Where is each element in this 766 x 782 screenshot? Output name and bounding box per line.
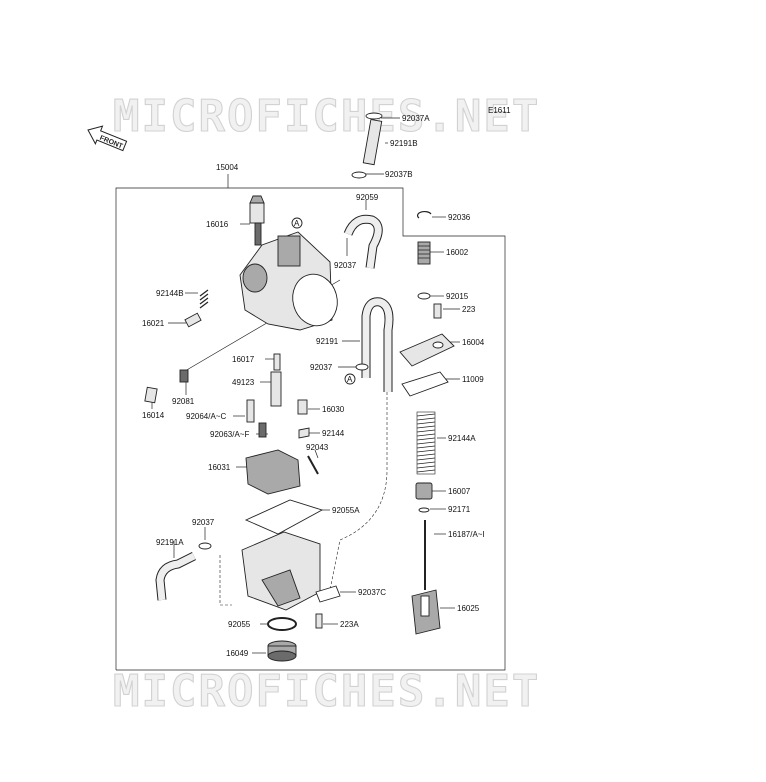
watermark-top: MICROFICHES.NET (113, 91, 540, 142)
label-49123: 49123 (232, 378, 255, 387)
label-16016: 16016 (206, 220, 229, 229)
holder-16007 (415, 482, 433, 500)
float-16031 (245, 449, 301, 495)
label-92063: 92063/A~F (210, 430, 249, 439)
diagram-code: E1611 (488, 106, 511, 115)
dashed-lines (219, 392, 388, 606)
jet-16030 (297, 399, 308, 415)
screw-16021 (184, 312, 202, 328)
ring-92036 (416, 210, 432, 219)
label-92037-left: 92037 (310, 363, 333, 372)
label-92037a: 92037A (402, 114, 430, 123)
label-92064: 92064/A~C (186, 412, 226, 421)
label-11009: 11009 (462, 375, 484, 384)
clip-92037-left (355, 363, 369, 371)
assembly-label: 15004 (216, 163, 239, 172)
label-92059: 92059 (356, 193, 379, 202)
oring-92055 (267, 617, 297, 631)
needle-jet-49123 (270, 371, 282, 407)
label-92171: 92171 (448, 505, 471, 514)
jet-16017 (273, 353, 281, 371)
label-92191b: 92191B (390, 139, 418, 148)
assembly-bracket (115, 174, 506, 671)
label-92144a: 92144A (448, 434, 476, 443)
label-16021: 16021 (142, 319, 165, 328)
jet-92063 (258, 422, 267, 438)
screw-223a (315, 613, 323, 629)
label-92055a: 92055A (332, 506, 360, 515)
label-92081: 92081 (172, 397, 195, 406)
washer-92015 (417, 292, 431, 300)
label-16031: 16031 (208, 463, 231, 472)
carburetor-body: A (239, 195, 338, 331)
label-16002: 16002 (446, 248, 469, 257)
label-16025: 16025 (457, 604, 480, 613)
label-223a: 223A (340, 620, 359, 629)
label-16007: 16007 (448, 487, 471, 496)
label-92043: 92043 (306, 443, 329, 452)
clip-92037-low (198, 542, 212, 550)
label-16030: 16030 (322, 405, 345, 414)
top-cover-16004 (399, 333, 455, 367)
spring-92144a (416, 411, 436, 475)
label-92036: 92036 (448, 213, 471, 222)
label-16049: 16049 (226, 649, 249, 658)
label-92037c: 92037C (358, 588, 386, 597)
gasket-11009 (401, 371, 449, 397)
label-92191: 92191 (316, 337, 339, 346)
gasket-92055a (244, 499, 324, 535)
label-92015: 92015 (446, 292, 469, 301)
label-16017: 16017 (232, 355, 255, 364)
label-92144b: 92144B (156, 289, 184, 298)
pin-92043 (307, 455, 319, 475)
drain-plug-16049 (267, 640, 297, 662)
clip-92171 (418, 507, 430, 513)
adjust-screw-92081 (179, 369, 189, 383)
jet-92064 (246, 399, 255, 423)
label-92037b: 92037B (385, 170, 413, 179)
label-92037-low: 92037 (192, 518, 215, 527)
label-16004: 16004 (462, 338, 485, 347)
ref-mark-top: A (294, 219, 300, 228)
screw-16014 (144, 386, 158, 404)
label-92144: 92144 (322, 429, 345, 438)
label-92055: 92055 (228, 620, 251, 629)
spring-92144b (199, 289, 209, 309)
label-92191a: 92191A (156, 538, 184, 547)
screw-223 (433, 303, 442, 319)
label-223: 223 (462, 305, 476, 314)
label-16187: 16187/A~I (448, 530, 485, 539)
cap-16002 (417, 241, 431, 265)
label-92037-mid: 92037 (334, 261, 357, 270)
watermark-bottom: MICROFICHES.NET (113, 666, 540, 717)
vent-tube-top (351, 112, 383, 179)
label-16014: 16014 (142, 411, 165, 420)
bracket-92037c (315, 585, 341, 603)
ref-mark-bottom: A (347, 375, 353, 384)
pin-92144 (298, 427, 310, 439)
